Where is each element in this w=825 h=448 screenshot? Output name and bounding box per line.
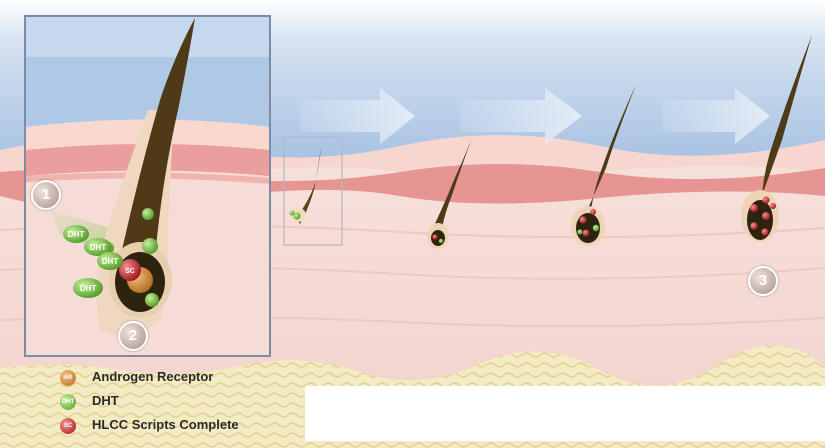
inset-panel: SC DHT DHT DHT DHT — [25, 16, 270, 356]
legend-label: DHT — [92, 393, 119, 408]
scripts-complete-icon: SC — [60, 418, 76, 434]
callout-1: 1 — [31, 180, 61, 210]
dht-bubble: DHT — [73, 278, 103, 298]
svg-text:DHT: DHT — [90, 243, 107, 252]
blank-caption-box — [305, 386, 825, 441]
callout-2: 2 — [118, 321, 148, 351]
androgen-receptor-icon: AR — [60, 370, 76, 386]
svg-text:DHT: DHT — [102, 257, 119, 266]
dht-bubble: DHT — [97, 252, 123, 270]
legend-label: Androgen Receptor — [92, 369, 213, 384]
callout-3: 3 — [748, 266, 778, 296]
svg-text:DHT: DHT — [80, 284, 97, 293]
svg-text:DHT: DHT — [68, 230, 85, 239]
dht-icon: DHT — [60, 394, 76, 410]
inset-receptor-label: SC — [125, 268, 135, 275]
legend-label: HLCC Scripts Complete — [92, 417, 239, 432]
dht-bubble: DHT — [63, 225, 89, 243]
